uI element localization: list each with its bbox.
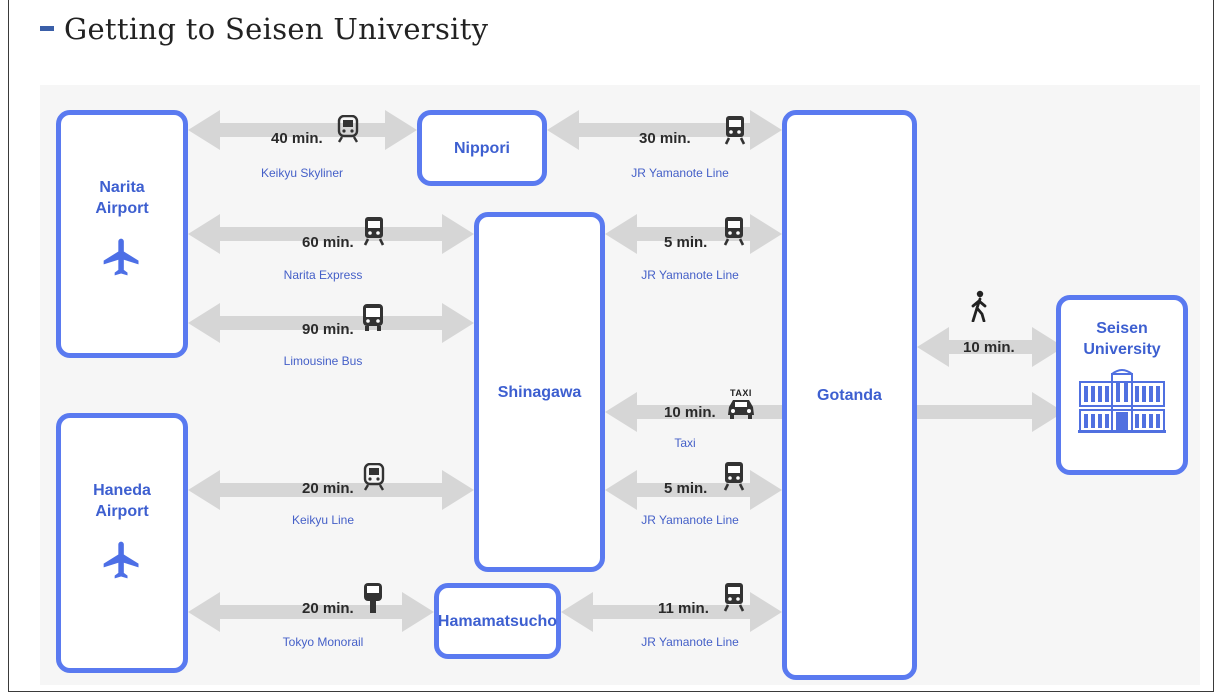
route-line-label: Taxi [674,436,696,450]
node-nippori: Nippori [417,110,547,186]
route-line-label: Tokyo Monorail [282,635,364,649]
route-time: 20 min. [302,600,354,617]
train-icon [337,115,359,143]
route-line-label: JR Yamanote Line [641,513,739,527]
route-time: 60 min. [302,234,354,251]
node-narita-airport: Narita Airport [56,110,188,358]
airplane-icon [103,541,139,579]
arrow-haneda-shinagawa [188,470,474,510]
route-time: 5 min. [664,480,708,497]
train-icon [724,116,746,145]
route-time: 10 min. [664,404,716,421]
node-gotanda: Gotanda [782,110,917,680]
route-diagram: Narita Airport Haneda Airport Nippori Sh… [40,85,1200,685]
route-time: 10 min. [963,339,1015,356]
page-frame [8,0,1214,692]
airplane-icon [103,238,139,276]
route-time: 40 min. [271,130,323,147]
monorail-icon [364,583,382,613]
arrow-narita-shinagawa-bus [188,303,474,343]
train-icon [723,217,745,246]
page-title: Getting to Seisen University [40,12,488,46]
route-time: 5 min. [664,234,708,251]
taxi-badge: TAXI [730,388,752,398]
route-line-label: Keikyu Line [291,513,355,527]
train-icon [363,463,385,491]
hamamatsucho-label: Hamamatsucho [437,612,558,630]
taxi-icon [728,400,754,419]
haneda-label: Haneda Airport [93,482,151,520]
node-hamamatsucho: Hamamatsucho [434,583,561,659]
train-icon [363,217,385,246]
node-shinagawa: Shinagawa [474,212,605,572]
route-line-label: JR Yamanote Line [641,635,739,649]
route-time: 11 min. [658,600,709,617]
gotanda-label: Gotanda [817,386,882,404]
route-line-label: JR Yamanote Line [631,166,729,180]
narita-label: Narita Airport [95,179,149,217]
route-line-label: Limousine Bus [283,354,363,368]
arrow-shinagawa-gotanda-2 [605,470,782,510]
arrow-narita-shinagawa-express [188,214,474,254]
route-time: 90 min. [302,321,354,338]
train-icon [723,583,745,612]
university-building-icon [1078,369,1166,433]
arrow-gotanda-seisen [917,327,1064,367]
walking-person-icon [971,290,987,322]
arrow-hamamatsucho-gotanda [561,592,782,632]
arrow-narita-nippori [188,110,417,150]
route-line-label: JR Yamanote Line [641,268,739,282]
train-icon [723,462,745,491]
route-arrows [188,110,1064,632]
nippori-label: Nippori [454,139,510,157]
node-seisen-university: Seisen University [1056,295,1188,475]
arrow-nippori-gotanda [547,110,782,150]
route-time: 30 min. [639,130,691,147]
bus-icon [363,304,383,331]
page-title-text: Getting to Seisen University [64,12,489,46]
arrow-group [188,110,1064,632]
arrow-shinagawa-gotanda-1 [605,214,782,254]
shinagawa-label: Shinagawa [497,383,582,401]
seisen-label: Seisen University [1083,320,1161,358]
route-time: 20 min. [302,480,354,497]
arrow-haneda-hamamatsucho [188,592,434,632]
route-line-label: Keikyu Skyliner [260,166,344,180]
node-haneda-airport: Haneda Airport [56,413,188,673]
route-line-label: Narita Express [283,268,363,282]
title-bullet [40,25,54,31]
